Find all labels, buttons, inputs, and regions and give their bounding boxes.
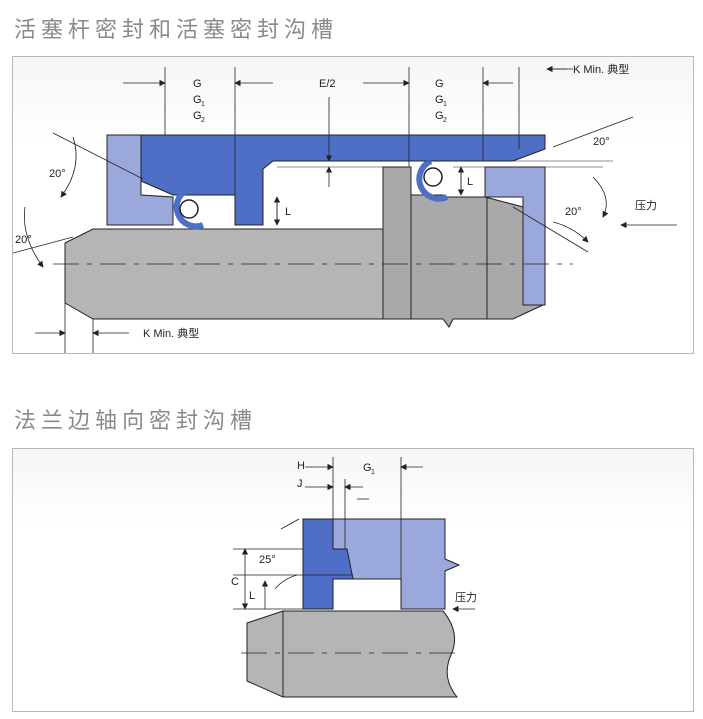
label-g1-right: G [435, 94, 444, 106]
label-g2-right: G [435, 110, 444, 122]
label-g1-left: G [193, 94, 202, 106]
svg-text:2: 2 [201, 117, 205, 124]
shaft [246, 610, 459, 698]
label-angle-25: 25° [259, 554, 276, 566]
label-angle-20-d: 20° [565, 206, 582, 218]
section-title-flange-axial: 法兰边轴向密封沟槽 [14, 409, 258, 434]
label-g-right: G [435, 78, 444, 90]
axial-seal [302, 518, 354, 610]
label-k-min-top: K Min. 典型 [573, 62, 629, 76]
label-e-half: E/2 [319, 78, 336, 90]
section-title-piston-rod: 活塞杆密封和活塞密封沟槽 [14, 18, 339, 43]
piston-rod-groove-diagram: G G 1 G 2 E/2 G G 1 G 2 K Min. 典型 L L 20… [13, 62, 677, 353]
label-angle-20-b: 20° [15, 234, 32, 246]
label-g2-left: G [193, 110, 202, 122]
svg-text:1: 1 [371, 469, 375, 476]
diagram-panel-piston-rod: G G 1 G 2 E/2 G G 1 G 2 K Min. 典型 L L 20… [12, 56, 694, 354]
o-ring-left [173, 186, 205, 230]
flange-axial-groove-diagram: H J G 1 25° C L 压力 [231, 457, 477, 698]
svg-text:2: 2 [443, 117, 447, 124]
diagram-panel-flange-axial: H J G 1 25° C L 压力 [12, 448, 694, 712]
label-pressure: 压力 [455, 591, 477, 604]
rod [64, 228, 384, 320]
label-g1: G [363, 462, 372, 474]
svg-text:1: 1 [443, 101, 447, 108]
svg-text:1: 1 [201, 101, 205, 108]
label-angle-20-c: 20° [593, 136, 610, 148]
label-j: J [297, 478, 303, 490]
label-c: C [231, 576, 239, 588]
label-k-min-bottom: K Min. 典型 [143, 326, 199, 340]
label-l-right: L [467, 176, 473, 188]
flange [332, 518, 461, 610]
label-g-left: G [193, 78, 202, 90]
label-l: L [249, 590, 255, 602]
label-angle-20-a: 20° [49, 168, 66, 180]
o-ring-right [416, 158, 449, 202]
label-l-left: L [285, 206, 291, 218]
gland-housing [140, 134, 546, 226]
label-pressure: 压力 [635, 199, 657, 212]
label-h: H [297, 460, 305, 472]
